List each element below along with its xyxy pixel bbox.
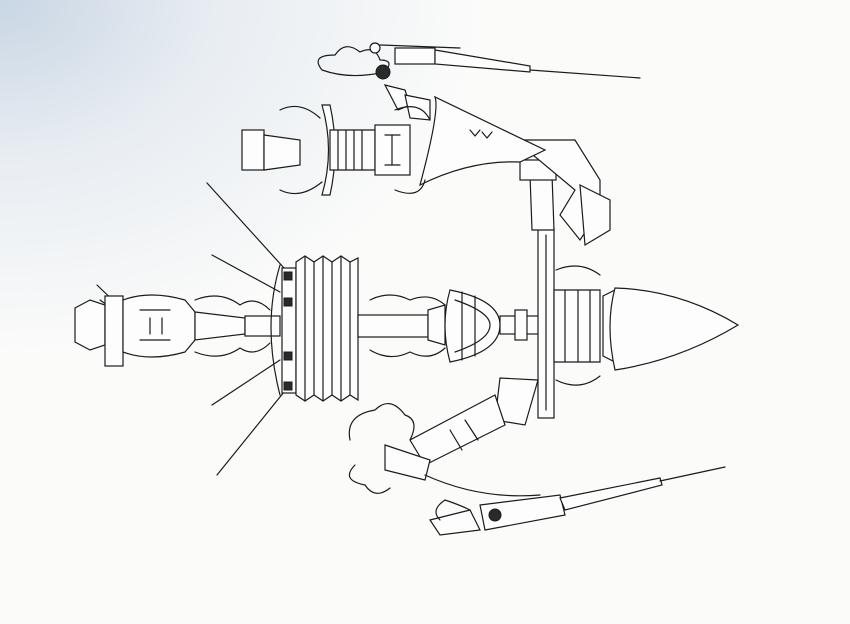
upper-left-engine — [241, 104, 431, 196]
left-end-assembly — [74, 294, 281, 367]
bottom-lance — [429, 466, 726, 536]
bellows-block — [270, 255, 359, 402]
main-frame — [537, 227, 740, 419]
lower-arm — [348, 377, 541, 497]
top-lance — [317, 42, 641, 121]
central-shaft — [357, 289, 541, 363]
upper-arm — [419, 95, 611, 247]
